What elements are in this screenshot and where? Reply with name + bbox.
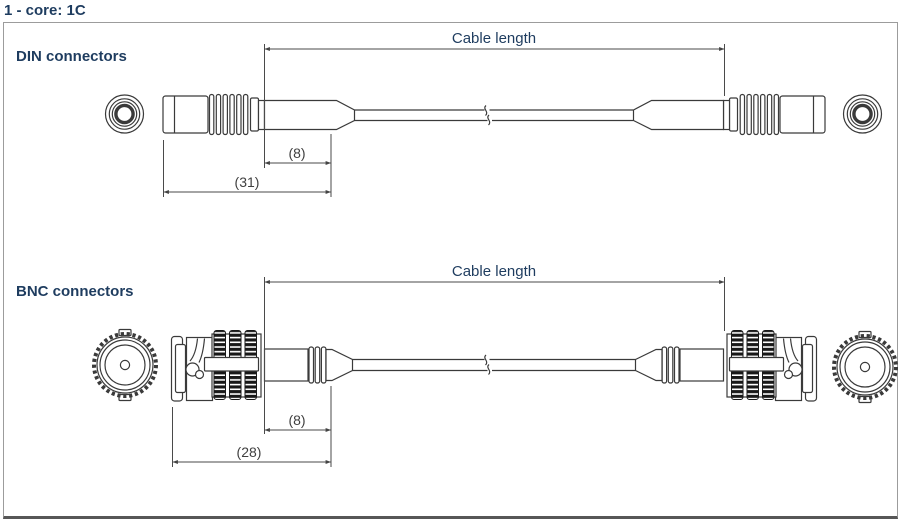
- din-connector-left: [162, 93, 356, 136]
- bnc-dimensions: [172, 277, 725, 467]
- bnc-dim-28: (28): [236, 444, 262, 460]
- din-end-view-right: [841, 93, 884, 135]
- din-diagram: [103, 44, 884, 197]
- bnc-cable: [352, 354, 636, 375]
- din-connector-right: [632, 93, 826, 136]
- din-section-label: DIN connectors: [16, 48, 127, 65]
- cable-break-squiggle: [484, 354, 488, 366]
- bnc-cable-length-label: Cable length: [451, 263, 537, 280]
- din-cable-length-label: Cable length: [451, 30, 537, 47]
- bnc-connector-right: [634, 329, 818, 402]
- bnc-end-view-right: [832, 329, 898, 405]
- bnc-dim-8: (8): [288, 412, 306, 428]
- bnc-section-label: BNC connectors: [16, 283, 134, 300]
- din-cable: [354, 105, 633, 126]
- din-dim-31: (31): [234, 174, 260, 190]
- bnc-connector-left: [170, 329, 354, 402]
- cable-break-squiggle: [487, 114, 491, 126]
- cable-break-squiggle: [487, 364, 491, 375]
- din-dim-8: (8): [288, 145, 306, 161]
- din-end-view-left: [103, 93, 146, 135]
- cable-break-squiggle: [484, 105, 488, 116]
- din-dimensions: [163, 44, 725, 197]
- bnc-end-view-left: [92, 327, 158, 403]
- bnc-diagram: [92, 277, 898, 467]
- page-title: 1 - core: 1C: [4, 2, 86, 19]
